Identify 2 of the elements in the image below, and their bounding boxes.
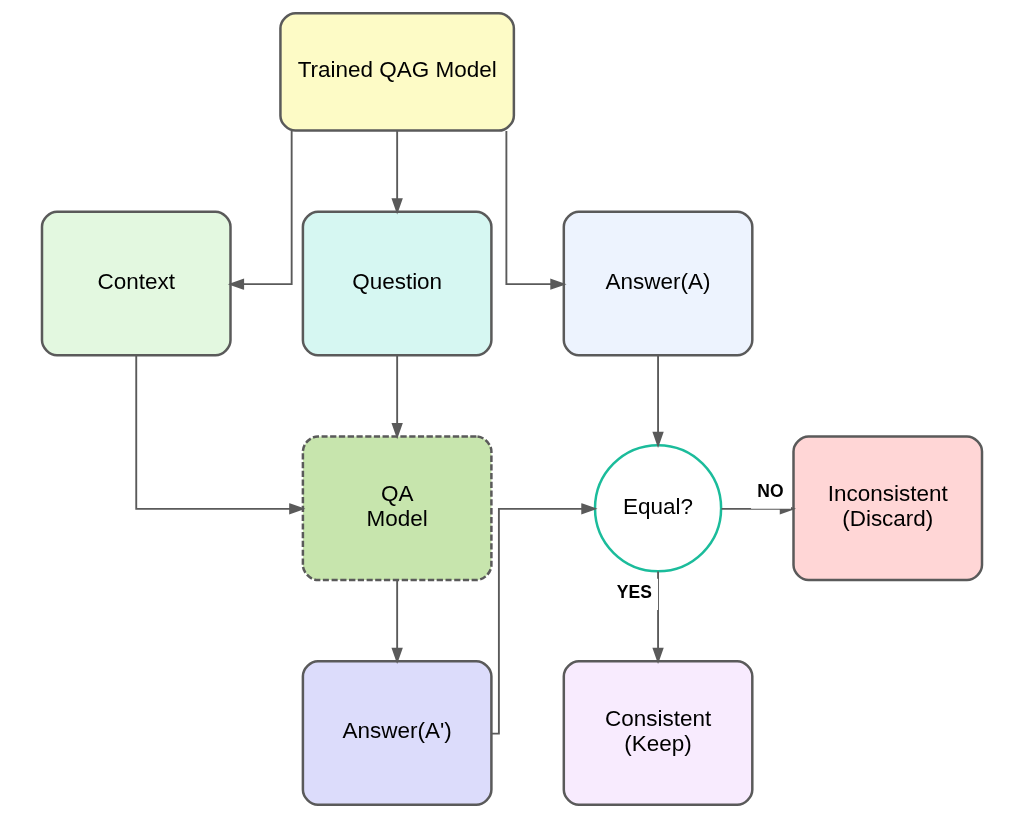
edge-label: YES [616,582,652,603]
edge-label: NO [756,481,784,502]
